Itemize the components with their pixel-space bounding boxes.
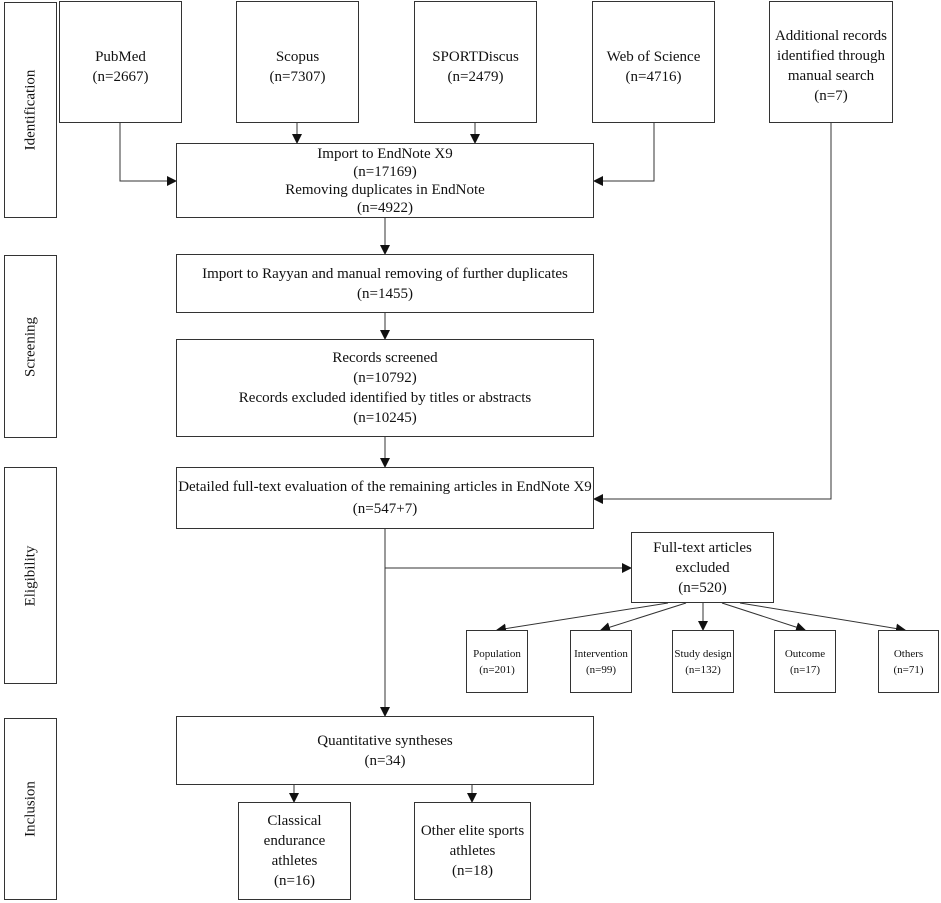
reason-count: (n=201) xyxy=(479,663,515,676)
scopus-count: (n=7307) xyxy=(269,69,326,85)
connector-excluded-others xyxy=(739,602,906,634)
import-endnote-box: Import to EndNote X9 (n=17169) Removing … xyxy=(176,143,594,218)
connector-manual xyxy=(593,123,832,504)
endurance-line1: Classical xyxy=(267,813,322,829)
endurance-count: (n=16) xyxy=(274,873,315,889)
manual-line3: manual search xyxy=(787,68,875,84)
excluded-count: (n=520) xyxy=(678,579,727,596)
connector-excluded-population xyxy=(496,602,669,634)
quantitative-count: (n=34) xyxy=(364,752,406,769)
rayyan-box: Import to Rayyan and manual removing of … xyxy=(176,254,594,313)
reason-outcome: Outcome (n=17) xyxy=(774,630,836,693)
connector-excluded-outcome xyxy=(721,602,806,632)
reason-count: (n=71) xyxy=(893,663,924,676)
pubmed-count: (n=2667) xyxy=(92,69,149,85)
import-endnote-count2: (n=4922) xyxy=(357,199,413,216)
excluded-box: Full-text articles excluded (n=520) xyxy=(631,532,774,603)
screened-count2: (n=10245) xyxy=(353,410,417,426)
quantitative-box: Quantitative syntheses (n=34) xyxy=(176,716,594,785)
rayyan-count: (n=1455) xyxy=(357,285,413,302)
reason-label: Intervention xyxy=(574,647,628,660)
reason-others: Others (n=71) xyxy=(878,630,939,693)
source-wos: Web of Science (n=4716) xyxy=(592,1,715,123)
reason-count: (n=132) xyxy=(685,663,721,676)
screened-box: Records screened (n=10792) Records exclu… xyxy=(176,339,594,437)
endurance-line3: athletes xyxy=(271,853,318,869)
excluded-line2: excluded xyxy=(675,559,730,576)
screened-line2: Records excluded identified by titles or… xyxy=(238,390,532,406)
quantitative-line1: Quantitative syntheses xyxy=(317,732,453,749)
manual-line2: identified through xyxy=(777,48,885,64)
stage-eligibility: Eligibility xyxy=(4,467,57,684)
manual-line1: Additional records xyxy=(774,28,888,44)
wos-name: Web of Science xyxy=(606,49,701,65)
other-elite-athletes-box: Other elite sports athletes (n=18) xyxy=(414,802,531,900)
sportdiscus-name: SPORTDiscus xyxy=(432,49,519,65)
reason-label: Others xyxy=(893,647,924,660)
import-endnote-line2: Removing duplicates in EndNote xyxy=(285,181,485,198)
source-scopus: Scopus (n=7307) xyxy=(236,1,359,123)
other-elite-count: (n=18) xyxy=(452,863,493,879)
stage-identification: Identification xyxy=(4,2,57,218)
import-endnote-line1: Import to EndNote X9 xyxy=(317,145,453,162)
stage-inclusion: Inclusion xyxy=(4,718,57,900)
screened-line1: Records screened xyxy=(332,350,438,366)
reason-study-design: Study design (n=132) xyxy=(672,630,734,693)
fulltext-evaluation-box: Detailed full-text evaluation of the rem… xyxy=(176,467,594,529)
reason-count: (n=17) xyxy=(789,663,821,676)
reason-label: Study design xyxy=(674,647,732,660)
other-elite-line2: athletes xyxy=(449,843,496,859)
connector-pubmed xyxy=(119,123,177,186)
source-pubmed: PubMed (n=2667) xyxy=(59,1,182,123)
screened-count1: (n=10792) xyxy=(353,370,417,386)
endurance-athletes-box: Classical endurance athletes (n=16) xyxy=(238,802,351,900)
stage-screening: Screening xyxy=(4,255,57,438)
rayyan-line1: Import to Rayyan and manual removing of … xyxy=(202,265,568,282)
reason-population: Population (n=201) xyxy=(466,630,528,693)
other-elite-line1: Other elite sports xyxy=(420,823,525,839)
connector-excluded-intervention xyxy=(600,602,687,633)
reason-intervention: Intervention (n=99) xyxy=(570,630,632,693)
excluded-line1: Full-text articles xyxy=(653,539,752,556)
source-sportdiscus: SPORTDiscus (n=2479) xyxy=(414,1,537,123)
pubmed-name: PubMed xyxy=(95,49,146,65)
fulltext-count: (n=547+7) xyxy=(352,501,418,517)
scopus-name: Scopus xyxy=(275,49,320,65)
sportdiscus-count: (n=2479) xyxy=(447,69,504,85)
source-manual: Additional records identified through ma… xyxy=(769,1,893,123)
connector-wos xyxy=(593,123,655,186)
wos-count: (n=4716) xyxy=(625,69,682,85)
fulltext-line1: Detailed full-text evaluation of the rem… xyxy=(178,479,592,495)
reason-label: Population xyxy=(473,647,521,660)
manual-count: (n=7) xyxy=(814,88,848,104)
reason-count: (n=99) xyxy=(585,663,617,676)
reason-label: Outcome xyxy=(784,647,826,660)
import-endnote-count1: (n=17169) xyxy=(353,163,417,180)
endurance-line2: endurance xyxy=(263,833,326,849)
